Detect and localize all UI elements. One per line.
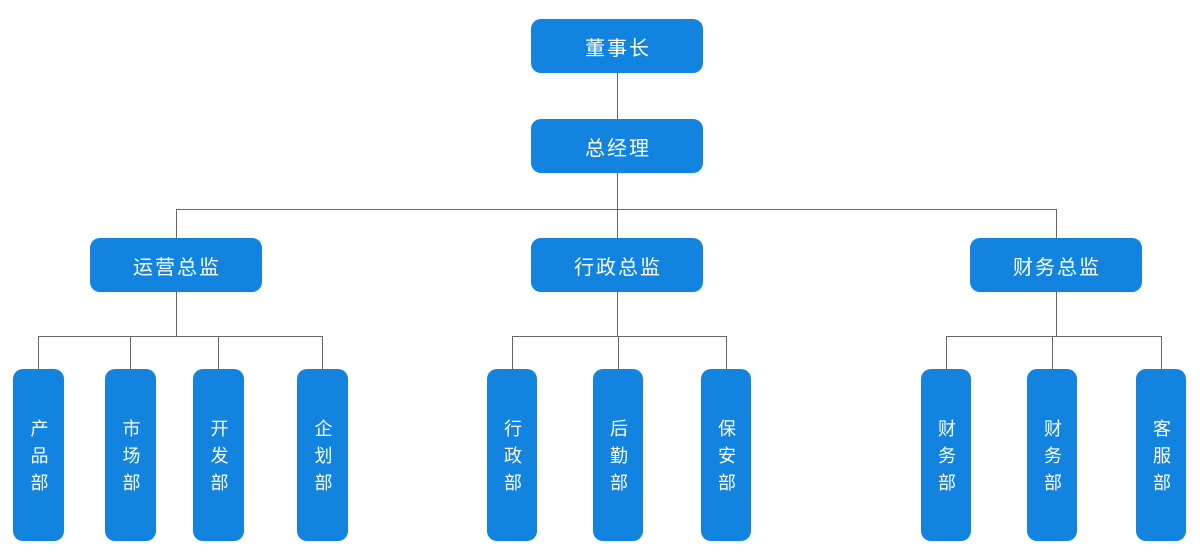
connector-drop-operations [176, 209, 177, 238]
connector-chairman-gm [617, 73, 618, 119]
connector-admin-stem [617, 292, 618, 336]
node-dept-security: 保安部 [701, 369, 751, 541]
connector-drop-finance-1 [946, 336, 947, 369]
node-dept-market: 市场部 [105, 369, 156, 541]
node-dept-admin: 行政部 [487, 369, 537, 541]
connector-finance-bus [946, 336, 1162, 337]
node-dept-development: 开发部 [193, 369, 244, 541]
connector-drop-admin-dept [512, 336, 513, 369]
connector-operations-bus [38, 336, 323, 337]
connector-drop-product [38, 336, 39, 369]
node-director-operations: 运营总监 [90, 238, 262, 292]
node-dept-planning: 企划部 [297, 369, 348, 541]
connector-drop-market [130, 336, 131, 369]
node-dept-finance-2: 财务部 [1027, 369, 1077, 541]
node-director-finance: 财务总监 [970, 238, 1142, 292]
connector-level3-bus [176, 209, 1057, 210]
connector-drop-security [726, 336, 727, 369]
connector-gm-trunk [617, 173, 618, 209]
connector-drop-finance [1056, 209, 1057, 238]
node-dept-finance-1: 财务部 [921, 369, 971, 541]
connector-admin-bus [512, 336, 727, 337]
node-director-admin: 行政总监 [531, 238, 703, 292]
node-chairman: 董事长 [531, 19, 703, 73]
node-dept-product: 产品部 [13, 369, 64, 541]
connector-drop-customer-service [1161, 336, 1162, 369]
connector-drop-development [218, 336, 219, 369]
node-dept-customer-service: 客服部 [1136, 369, 1186, 541]
connector-drop-admin [617, 209, 618, 238]
connector-finance-stem [1056, 292, 1057, 336]
connector-drop-planning [322, 336, 323, 369]
node-general-manager: 总经理 [531, 119, 703, 173]
node-dept-logistics: 后勤部 [593, 369, 643, 541]
connector-drop-finance-2 [1052, 336, 1053, 369]
connector-operations-stem [176, 292, 177, 336]
connector-drop-logistics [618, 336, 619, 369]
